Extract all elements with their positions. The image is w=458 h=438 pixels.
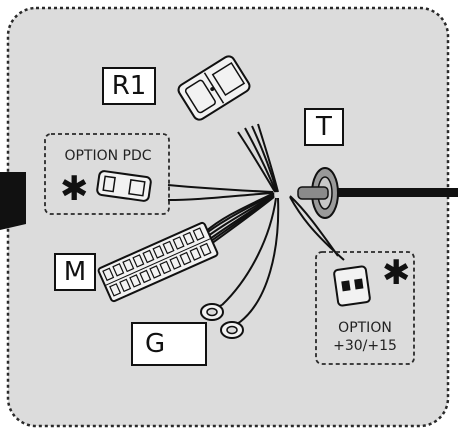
m-connector-pin [152, 245, 165, 259]
m-connector-pin [169, 256, 182, 270]
grommet [297, 167, 339, 219]
m-connector-pin [102, 267, 115, 282]
m-connector-pin [179, 251, 192, 266]
label-r1: R1 [102, 67, 156, 105]
m-connector-pin [172, 236, 185, 250]
ground-ring-terminal-1 [200, 303, 224, 321]
option-power-label-line2: +30/+15 [333, 338, 397, 354]
option-power-label-line1: OPTION [338, 320, 392, 336]
m-connector [97, 221, 219, 303]
m-connector-pin [139, 269, 152, 284]
m-connector-pin [122, 258, 135, 273]
option-power-box [315, 251, 415, 365]
asterisk-icon: ✱ [60, 169, 89, 209]
m-connector-pin [109, 283, 122, 297]
r1-connector [177, 55, 251, 121]
m-connector-pin [159, 260, 172, 275]
label-t: T [304, 108, 344, 146]
option-pdc-box [44, 133, 170, 215]
label-m: M [54, 253, 96, 291]
m-connector-pin [182, 231, 195, 246]
ground-ring-terminal-2 [220, 321, 244, 339]
m-connector-pin [199, 242, 212, 257]
label-g-text: G [145, 329, 166, 359]
m-connector-pin [112, 263, 125, 277]
m-connector-pin [192, 227, 205, 241]
m-connector-pin [119, 278, 132, 293]
main-trunk-cable [330, 188, 458, 197]
asterisk-icon: ✱ [382, 253, 411, 293]
option-pdc-label: OPTION PDC [64, 148, 152, 164]
m-connector-pin [149, 265, 162, 279]
pdc-connector [96, 170, 152, 202]
power-connector [333, 265, 371, 307]
label-g: G [131, 322, 207, 366]
m-connector-pin [142, 249, 155, 264]
m-connector-pin [132, 254, 145, 268]
m-connector-pin [162, 240, 175, 255]
left-cable-stub [0, 172, 26, 230]
m-connector-pin [189, 247, 202, 261]
m-connector-pin [129, 274, 142, 288]
m-connector-pins [102, 227, 212, 297]
